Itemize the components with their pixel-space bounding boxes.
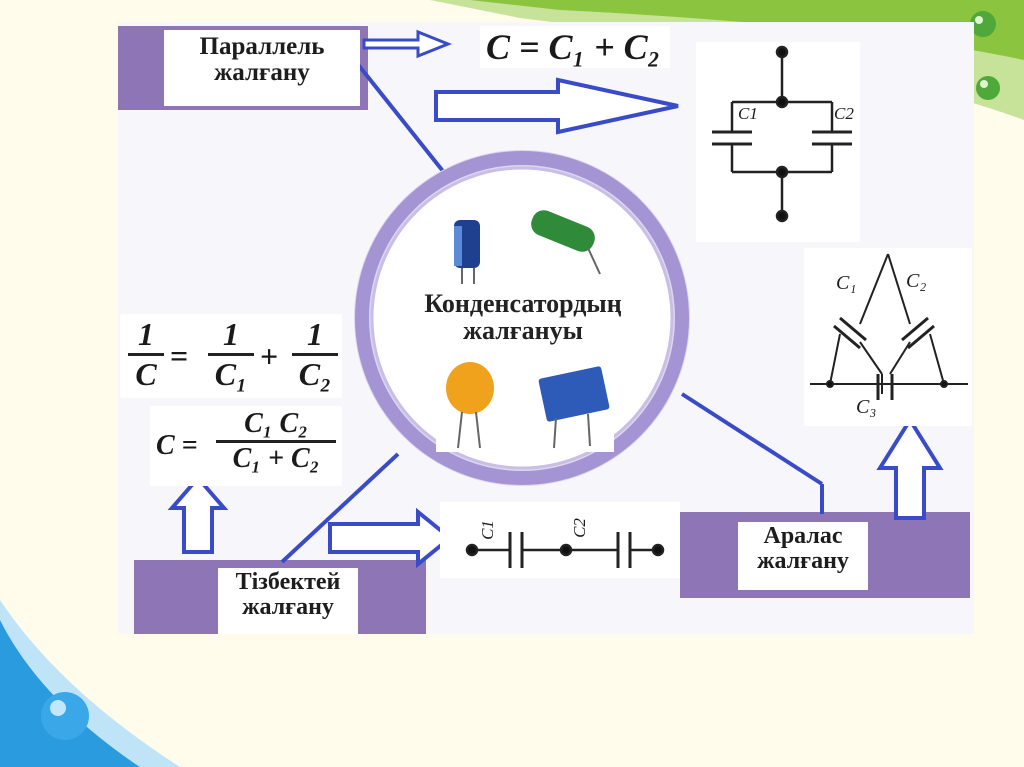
parallel-c1-label: C1 bbox=[738, 104, 758, 123]
parallel-formula: C = C₁ + C₂ bbox=[480, 26, 670, 68]
series-label-line1: Тізбектей bbox=[235, 569, 341, 595]
diagram-graphics bbox=[118, 26, 972, 634]
mixed-c3-label: C₃ bbox=[856, 396, 877, 418]
series-formula-reciprocal: 1 C = 1 C₁ + 1 C₂ bbox=[120, 314, 342, 398]
series-label: Тізбектей жалғану bbox=[218, 568, 358, 634]
mixed-label-line2: жалғану bbox=[757, 548, 849, 575]
series-c2-label: C2 bbox=[569, 518, 589, 538]
mixed-c2-label: C₂ bbox=[906, 270, 927, 292]
capacitor-electrolytic-icon bbox=[436, 208, 492, 288]
arrow-up-series bbox=[167, 474, 229, 554]
mixed-circuit bbox=[804, 248, 972, 426]
capacitor-film-box-icon bbox=[530, 356, 614, 452]
series2-lhs: C = bbox=[156, 430, 198, 461]
parallel-label-line2: жалғану bbox=[214, 59, 310, 87]
arrow-to-parallel-formula bbox=[362, 29, 453, 59]
top-green-swoosh bbox=[470, 0, 1024, 60]
series-circuit bbox=[440, 502, 680, 578]
arrow-to-series-circuit bbox=[328, 507, 454, 569]
series2-num: C₁ C₂ bbox=[216, 408, 336, 443]
frac-t1-num: 1 bbox=[208, 316, 254, 356]
frac-t2-den: C₂ bbox=[298, 356, 332, 392]
arrow-up-mixed bbox=[876, 416, 944, 520]
connector-parallel bbox=[354, 60, 452, 182]
frac-lhs-num: 1 bbox=[128, 316, 164, 356]
series-formula-product: C = C₁ C₂ C₁ + C₂ bbox=[150, 406, 342, 486]
mixed-label: Аралас жалғану bbox=[738, 522, 868, 590]
parallel-c2-label: C2 bbox=[834, 104, 854, 123]
parallel-circuit bbox=[696, 42, 860, 242]
capacitor-ceramic-disc-icon bbox=[436, 360, 506, 452]
frac-t1-den: C₁ bbox=[214, 356, 248, 392]
mixed-c1-label: C₁ bbox=[836, 272, 857, 294]
parallel-label-line1: Параллель bbox=[199, 33, 325, 60]
connector-series bbox=[280, 452, 400, 564]
series-label-line2: жалғану bbox=[242, 594, 334, 621]
arrow-to-parallel-circuit bbox=[434, 77, 679, 135]
capacitor-diagram-panel: Параллель жалғану Тізбектей жалғану Арал… bbox=[118, 22, 974, 634]
connector-mixed bbox=[680, 392, 824, 486]
bottom-blue-swoosh bbox=[0, 610, 140, 767]
frac-lhs-den: C bbox=[135, 356, 157, 392]
series2-den: C₁ + C₂ bbox=[232, 443, 320, 474]
parallel-label: Параллель жалғану bbox=[164, 30, 360, 106]
ring bbox=[355, 151, 689, 485]
series-c1-label: C1 bbox=[477, 520, 497, 540]
mixed-label-line1: Аралас bbox=[763, 523, 843, 549]
green-drop-icon-2 bbox=[976, 76, 1000, 100]
center-title-line1: Конденсатордың bbox=[424, 289, 622, 318]
water-drop-icon bbox=[41, 692, 89, 740]
center-title: Конденсатордың жалғануы bbox=[398, 290, 648, 345]
center-title-line2: жалғануы bbox=[463, 316, 583, 346]
capacitor-cylindrical-green-icon bbox=[520, 208, 612, 288]
frac-t2-num: 1 bbox=[292, 316, 338, 356]
